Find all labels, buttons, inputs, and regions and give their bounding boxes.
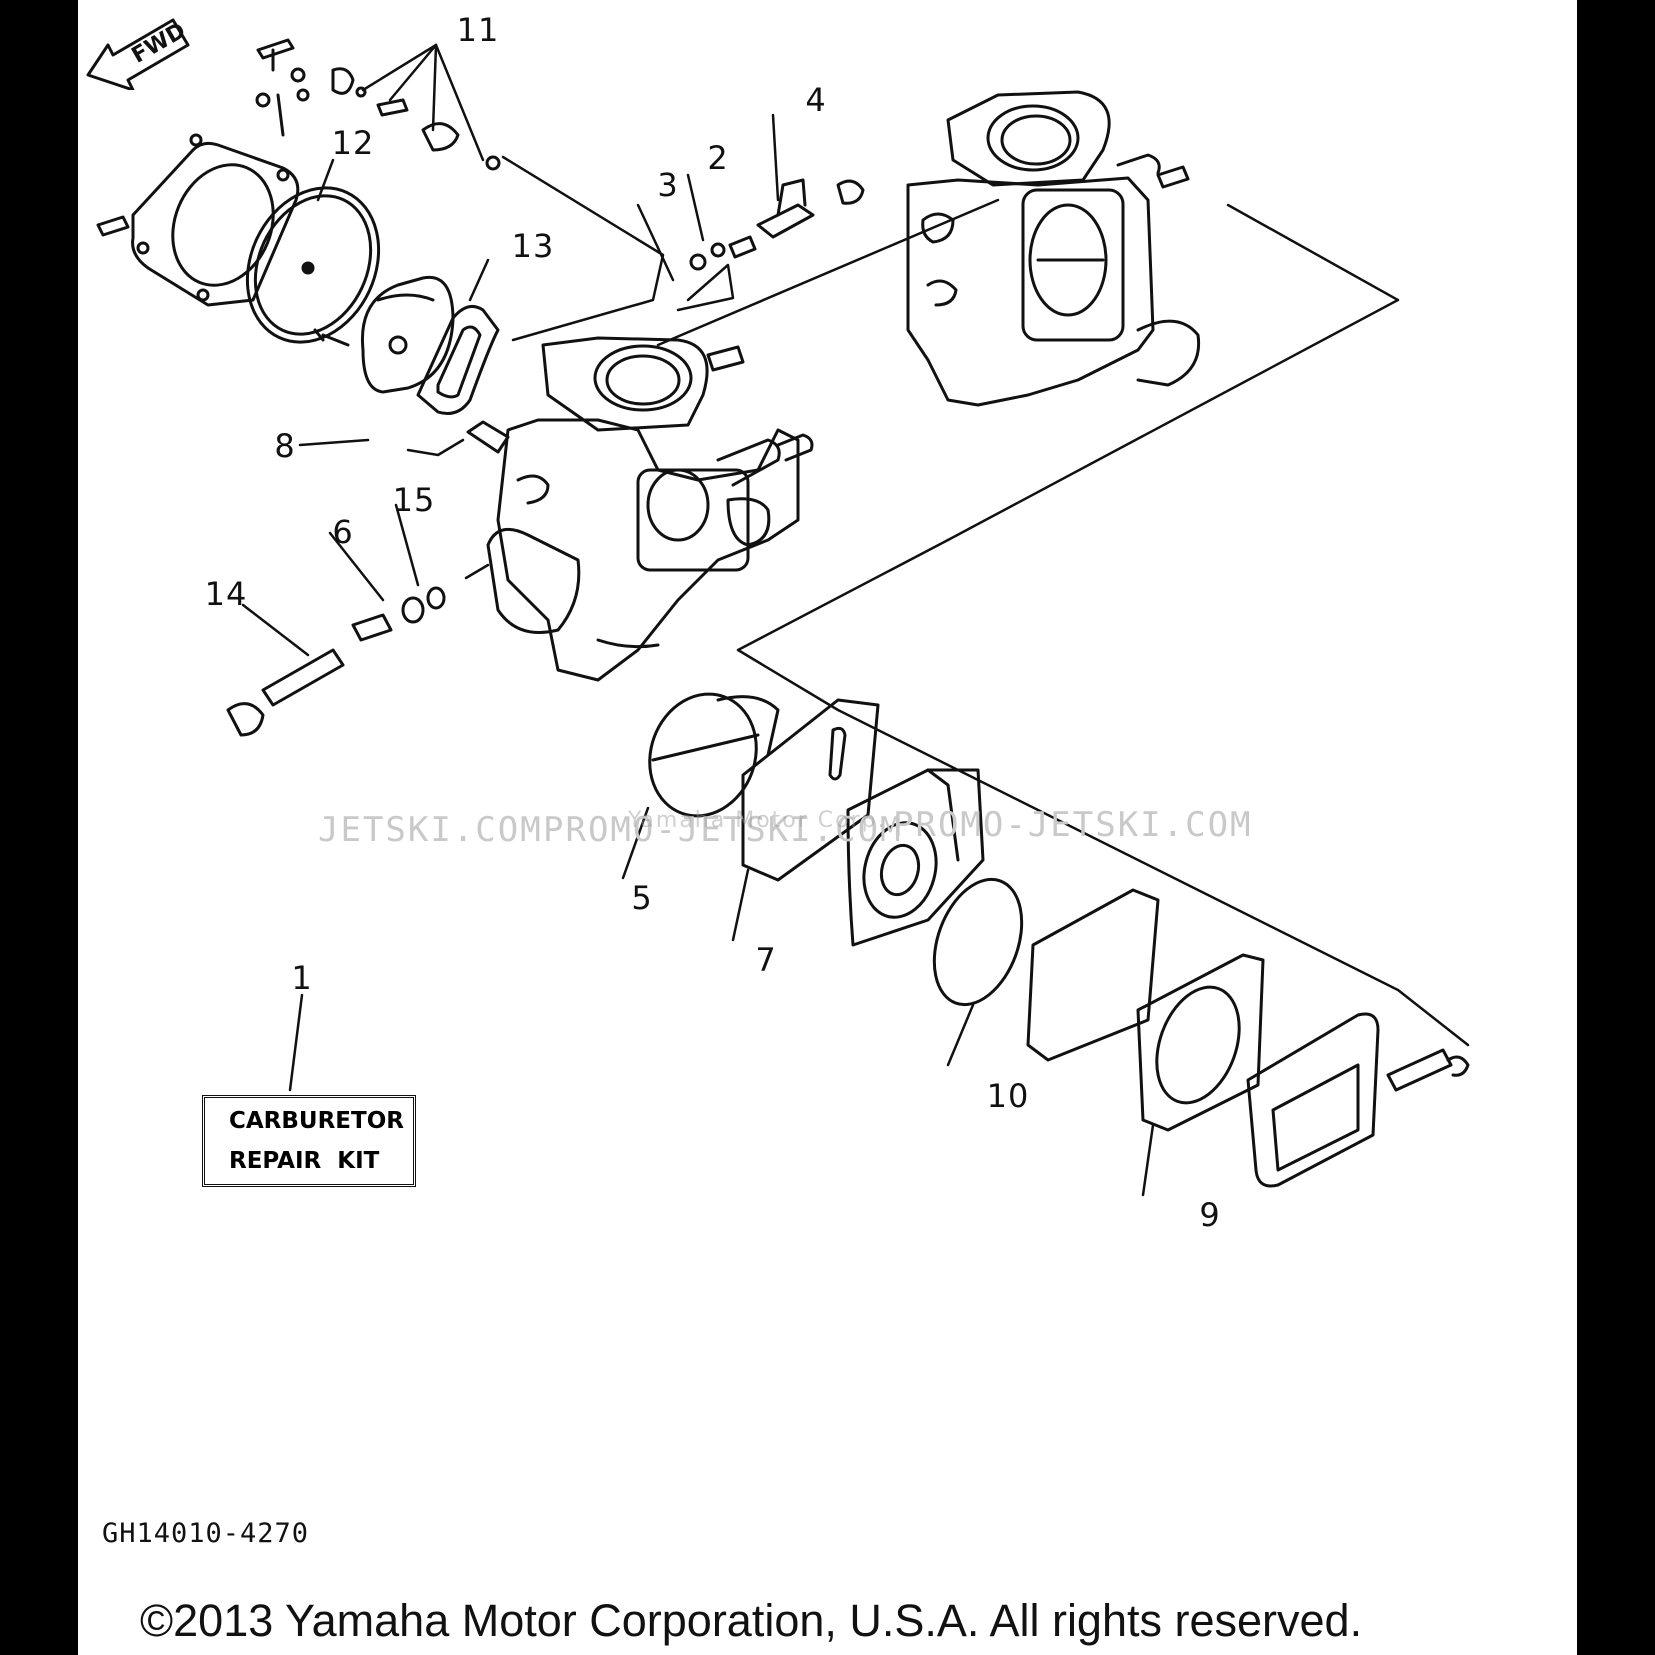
kit-label-line1: CARBURETOR	[229, 1108, 404, 1134]
assembly-lines	[406, 155, 1470, 1047]
callout-15: 15	[392, 481, 436, 519]
repair-kit-label-box: CARBURETOR REPAIR KIT	[202, 1095, 416, 1187]
exploded-view-drawing	[96, 38, 1470, 1197]
gasket	[416, 304, 500, 415]
diaphragm-plate-9	[1136, 953, 1265, 1132]
gasket-plate	[1026, 888, 1160, 1062]
callout-1: 1	[291, 959, 313, 997]
jet-parts	[689, 178, 865, 271]
diaphragm-cover	[96, 133, 300, 307]
callout-7: 7	[755, 941, 777, 979]
carburetor-main	[466, 336, 814, 682]
carburetor-upper	[906, 90, 1201, 407]
forward-arrow-icon: FWD	[86, 18, 190, 90]
copyright-notice: ©2013 Yamaha Motor Corporation, U.S.A. A…	[140, 1595, 1363, 1646]
diagram-sheet: JETSKI.COM PROMO-JETSKI.COM PROMO-JETSKI…	[78, 0, 1577, 1655]
end-cover	[1246, 1012, 1470, 1188]
watermark-left: JETSKI.COM	[318, 810, 543, 850]
pump-housing	[846, 768, 985, 947]
callout-leaders	[241, 43, 1155, 1197]
watermark-right: PROMO-JETSKI.COM	[893, 805, 1253, 845]
callout-14: 14	[204, 575, 248, 613]
callout-5: 5	[631, 879, 653, 917]
callout-4: 4	[805, 81, 827, 119]
o-ring-10	[932, 877, 1024, 1007]
callout-11: 11	[456, 11, 500, 49]
callout-12: 12	[331, 124, 375, 162]
pump-diaphragm	[648, 692, 780, 818]
watermark-middle: PROMO-JETSKI.COM	[543, 810, 903, 850]
watermark-overlay: Yamaha Motor Corp.	[628, 808, 887, 833]
callout-13: 13	[511, 227, 555, 265]
adjuster-parts	[226, 586, 446, 737]
callout-6: 6	[332, 513, 354, 551]
callout-8: 8	[274, 427, 296, 465]
part-code: GH14010-4270	[102, 1518, 310, 1549]
callout-9: 9	[1199, 1196, 1221, 1234]
callout-2: 2	[707, 139, 729, 177]
callout-10: 10	[986, 1077, 1030, 1115]
kit-label-line2: REPAIR KIT	[229, 1148, 380, 1174]
gasket-7	[741, 698, 880, 882]
callout-3: 3	[657, 166, 679, 204]
diaphragm	[245, 186, 381, 344]
small-parts-11	[255, 38, 501, 171]
pump-body	[313, 275, 455, 394]
